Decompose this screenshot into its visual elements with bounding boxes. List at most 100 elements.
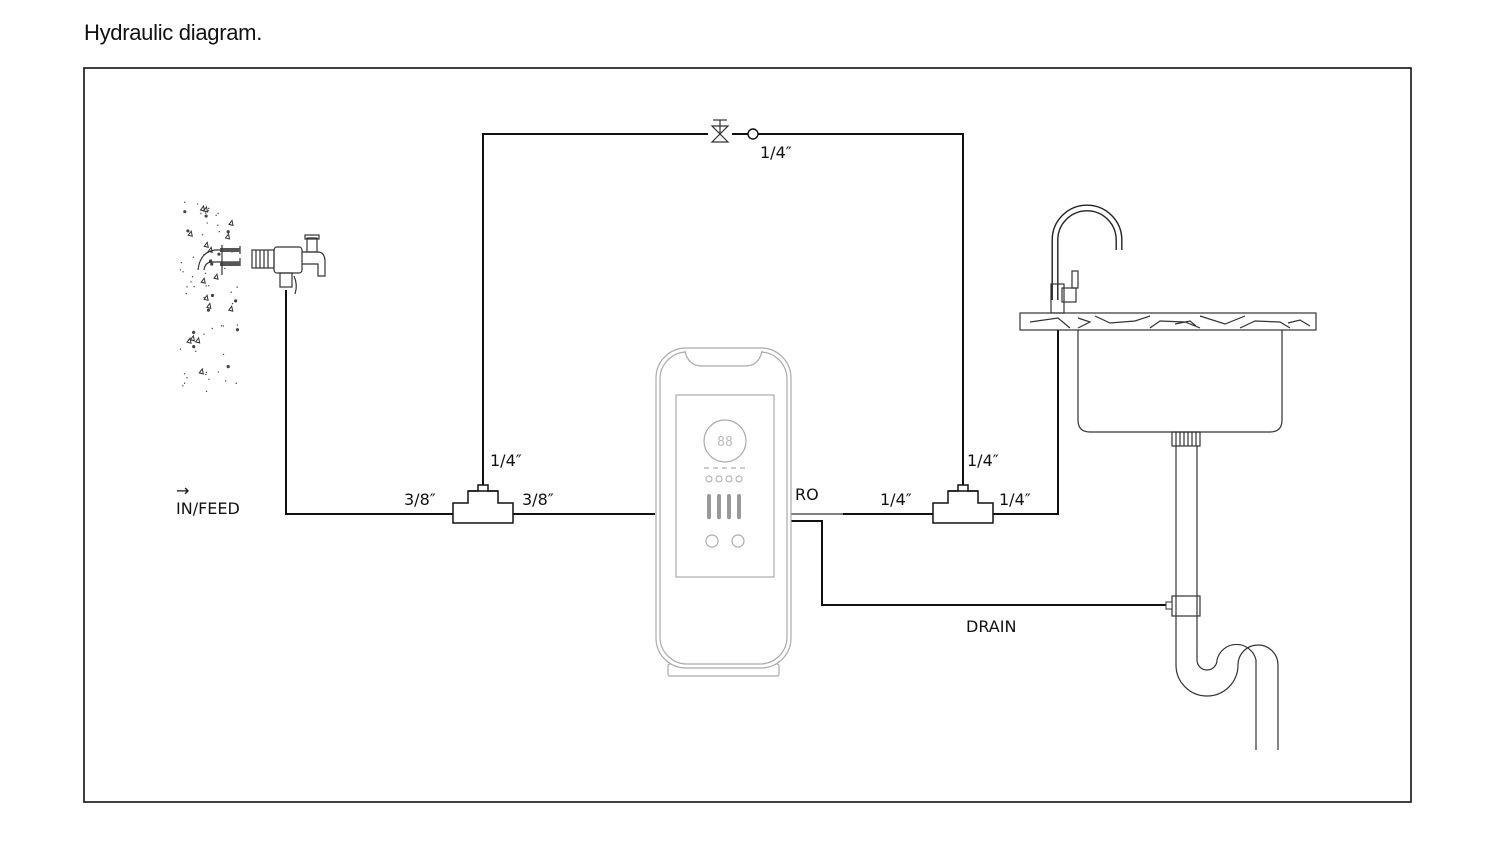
wall-speck [224,267,226,270]
in-feed-arrow: → [176,481,189,500]
wall-speck [235,328,240,332]
wall-speck [222,325,225,327]
wall-speck [182,385,184,387]
feed-tee-right-size: 3/8″ [522,490,554,509]
ro-tee-top-size: 1/4″ [967,451,999,470]
wall-aggregate [213,272,219,280]
wall-speck [217,371,219,373]
top-line-size: 1/4″ [760,143,792,162]
wall-aggregate [198,367,204,375]
wall-speck [222,353,225,356]
wall-speck [230,291,232,293]
feed-valve [197,234,326,295]
wall-speck [236,286,238,288]
wall-speck [220,325,223,327]
check-valve-icon [747,128,759,140]
wall-aggregate [199,204,206,212]
sink [1019,312,1317,750]
feed-tee-top-size: 1/4″ [490,451,522,470]
wall-aggregate [194,336,201,344]
wall-speck [208,378,210,380]
wall-speck [186,377,188,379]
wall-aggregate [189,334,196,342]
device-button-left [705,534,719,548]
wall-speck [204,212,207,214]
device-indicator-led [735,475,743,483]
wall-speck [191,276,194,278]
in-feed-label: IN/FEED [176,499,240,518]
wall-aggregate [186,336,192,344]
wall-speck [215,214,217,216]
wall-speck [201,234,204,236]
wall-speck [203,296,205,299]
faucet [1050,204,1123,314]
wall-speck [217,212,219,215]
wall-texture [179,201,240,393]
wall-speck [206,308,211,312]
wall-speck [208,285,210,287]
wall-speck [192,256,195,258]
wall-speck [194,350,197,353]
device-indicator-led [725,475,733,483]
wall-speck [204,215,207,217]
wall-speck [210,262,214,266]
wall-speck [204,272,207,275]
wall-speck [196,203,199,205]
wall-speck [231,302,234,305]
wall-aggregate [228,219,234,227]
diagram-frame [83,67,1412,803]
wall-aggregate [203,294,209,302]
wall-speck [183,210,187,214]
wall-speck [205,373,207,376]
wall-speck [211,327,213,330]
wall-speck [205,371,208,374]
feed-tee-fitting [452,484,514,524]
wall-speck [217,252,221,256]
device-button-right [731,534,745,548]
wall-speck [235,382,237,385]
wall-speck [218,231,220,233]
wall-speck [226,365,230,369]
wall-speck [185,292,188,295]
wall-aggregate [227,304,234,312]
ro-tee-left-size: 1/4″ [880,490,912,509]
wall-speck [203,333,205,335]
wall-speck [193,285,195,288]
wall-aggregate [187,229,193,237]
ro-tee-fitting [932,484,994,524]
wall-speck [192,345,196,349]
page-title: Hydraulic diagram. [84,20,263,45]
wall-speck [182,271,184,273]
wall-aggregate [224,232,231,240]
wall-speck [186,286,188,288]
wall-speck [206,222,208,224]
wall-speck [180,262,183,264]
wall-speck [184,201,186,203]
wall-speck [205,285,207,287]
wall-speck [205,390,208,393]
wall-speck [210,293,215,298]
shutoff-valve-icon [708,119,732,143]
ro-label: RO [795,485,819,504]
ro-tee-right-size: 1/4″ [999,490,1031,509]
wall-aggregate [200,276,206,284]
wall-aggregate [205,302,212,310]
wall-speck [207,207,210,210]
wall-speck [207,210,210,212]
wall-speck [192,330,196,334]
wall-speck [179,269,182,271]
wall-speck [186,229,190,233]
device-indicator-led [705,475,713,483]
wall-speck [224,380,227,382]
feed-tee-left-size: 3/8″ [404,490,436,509]
device-indicator-led [715,475,723,483]
wall-aggregate [207,246,213,254]
wall-speck [183,373,186,375]
wall-speck [190,281,192,283]
wall-speck [183,382,186,384]
ro-purifier-unit: 88 [655,347,792,677]
wall-speck [234,299,238,303]
wall-speck [217,224,219,226]
wall-speck [236,324,239,326]
